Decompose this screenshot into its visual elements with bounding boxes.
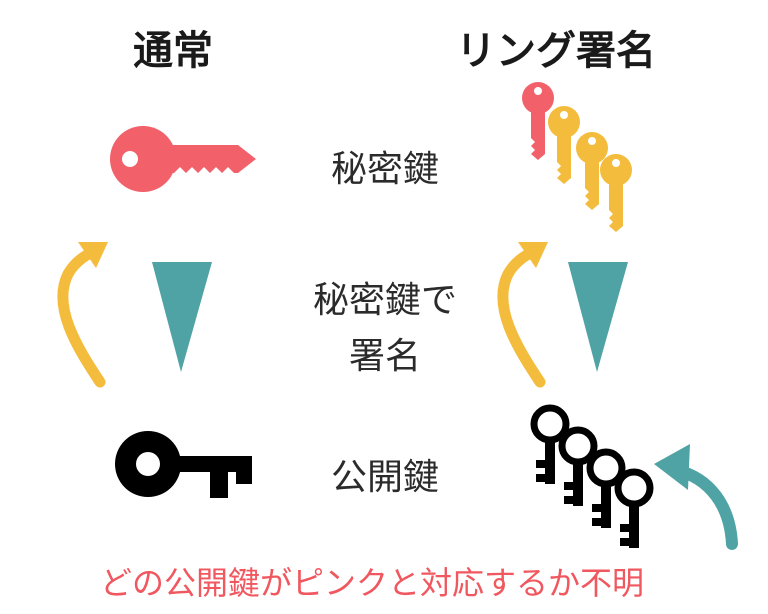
ring-private-keys-icon	[522, 82, 632, 232]
yellow-curved-arrow-right-icon	[497, 242, 548, 388]
teal-triangle-right-icon	[568, 262, 628, 372]
label-sign-line1: 秘密鍵で	[312, 280, 457, 321]
pink-private-key-icon	[110, 126, 256, 192]
heading-ring-signature: リング署名	[456, 28, 656, 74]
teal-curved-arrow-icon	[654, 444, 738, 550]
footer-note: どの公開鍵がピンクと対応するか不明	[100, 564, 645, 602]
ring-public-keys-icon	[530, 404, 654, 548]
label-sign-line2: 署名	[348, 336, 421, 377]
black-public-key-icon	[115, 431, 252, 498]
label-sign-with-private-key: 秘密鍵で 署名	[290, 273, 480, 385]
teal-triangle-icon	[152, 262, 212, 372]
yellow-curved-arrow-icon	[57, 242, 108, 388]
label-public-key: 公開鍵	[330, 457, 439, 498]
label-private-key: 秘密鍵	[330, 149, 439, 190]
heading-normal: 通常	[133, 28, 213, 74]
